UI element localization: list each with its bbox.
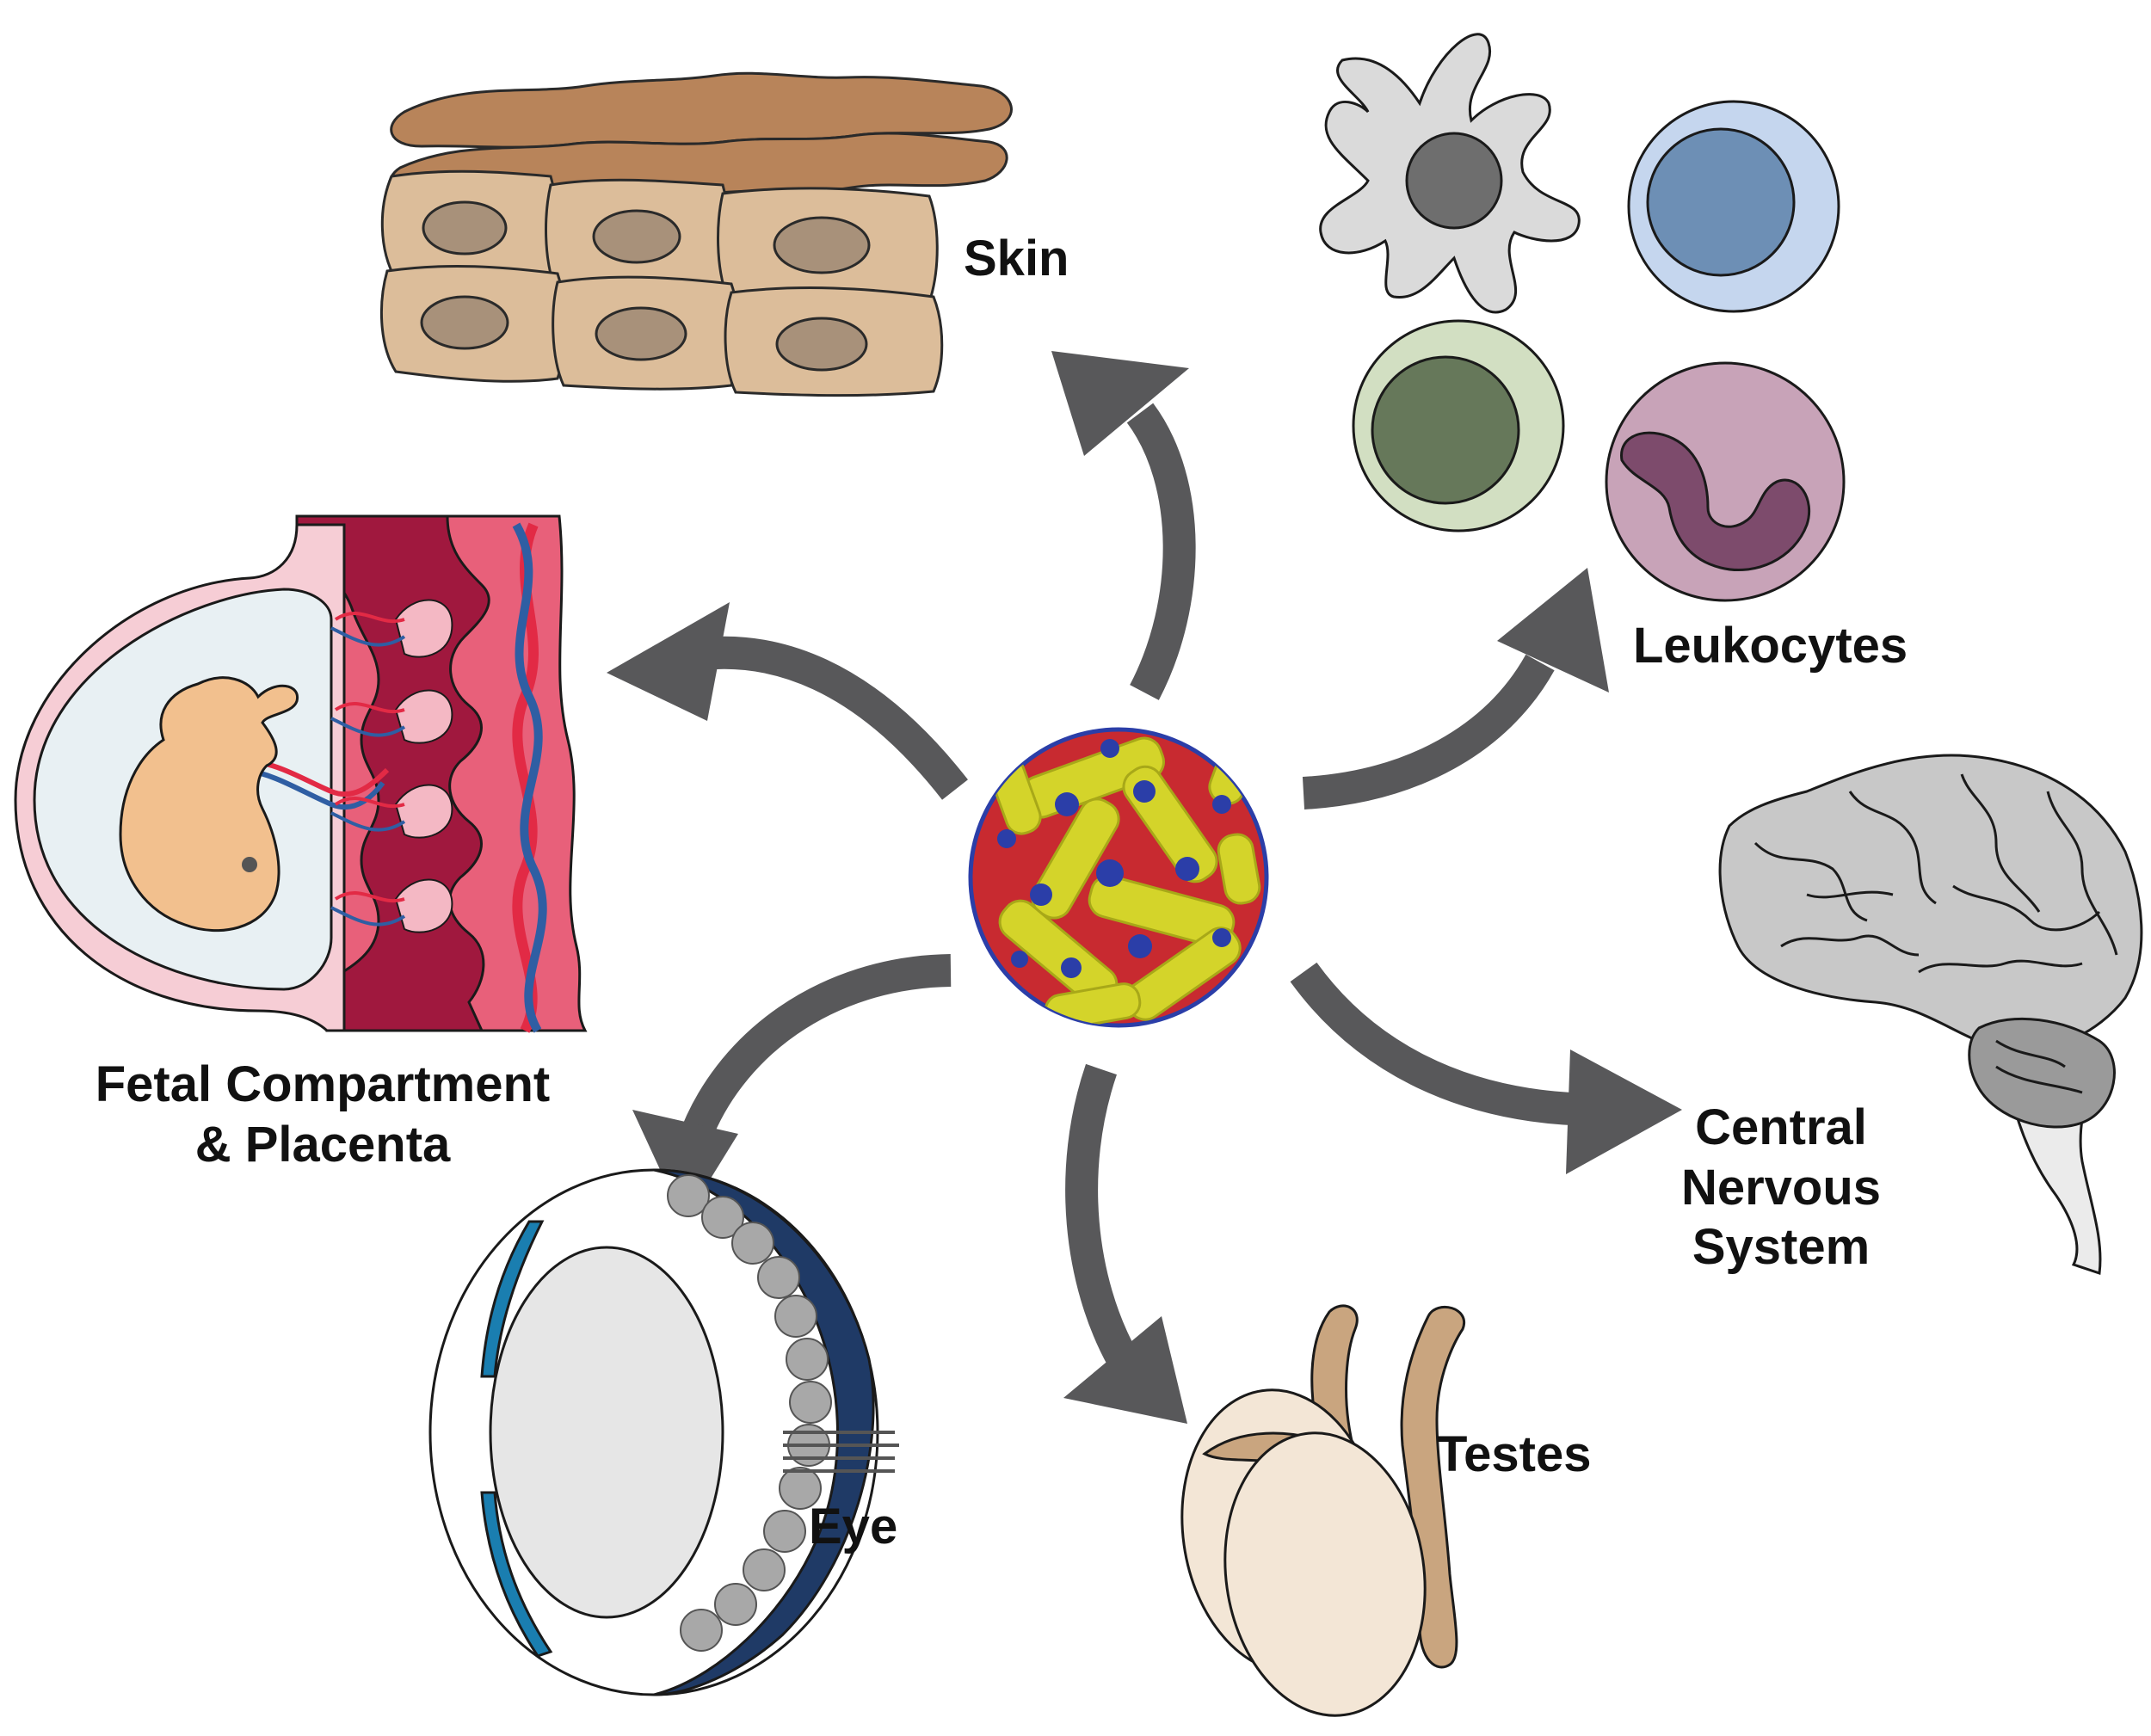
label-cns-line1: Central xyxy=(1695,1099,1867,1155)
label-fetal-line2: & Placenta xyxy=(194,1116,451,1173)
arrowhead-eye-icon xyxy=(632,1110,738,1222)
brain-icon xyxy=(1718,754,2143,1276)
arrow-to-fetal-icon xyxy=(671,636,968,800)
skin-cells-icon xyxy=(379,71,1013,397)
testes-icon xyxy=(1180,1304,1466,1717)
arrowheads-group xyxy=(607,351,1682,1424)
arrow-to-testes-icon xyxy=(1065,1063,1137,1368)
arrow-to-cns-icon xyxy=(1290,962,1601,1126)
label-fetal-line1: Fetal Compartment xyxy=(95,1056,551,1112)
label-skin: Skin xyxy=(964,231,1069,286)
arrow-to-eye-icon xyxy=(677,954,952,1150)
arrowhead-cns-icon xyxy=(1566,1050,1682,1174)
arrowhead-leukocytes-icon xyxy=(1497,568,1609,693)
virus-particle-icon xyxy=(968,727,1269,1028)
arrow-to-skin-icon xyxy=(1126,403,1196,700)
arrow-to-leukocytes-icon xyxy=(1302,654,1555,810)
arrows-group xyxy=(671,403,1601,1368)
fetal-placenta-icon xyxy=(14,514,588,1033)
arrowhead-skin-icon xyxy=(1051,351,1189,456)
label-cns-line2: Nervous xyxy=(1680,1159,1882,1216)
arrowhead-fetal-icon xyxy=(607,602,730,721)
label-eye: Eye xyxy=(809,1499,898,1554)
eye-icon xyxy=(428,1168,899,1696)
arrowhead-testes-icon xyxy=(1063,1316,1187,1424)
label-testes: Testes xyxy=(1437,1426,1592,1482)
label-central-nervous-system: Central Nervous System xyxy=(1635,1098,1927,1277)
label-fetal-compartment: Fetal Compartment & Placenta xyxy=(52,1055,594,1174)
label-leukocytes: Leukocytes xyxy=(1633,618,1908,674)
leukocytes-icon xyxy=(1319,33,1846,602)
label-cns-line3: System xyxy=(1692,1219,1871,1276)
